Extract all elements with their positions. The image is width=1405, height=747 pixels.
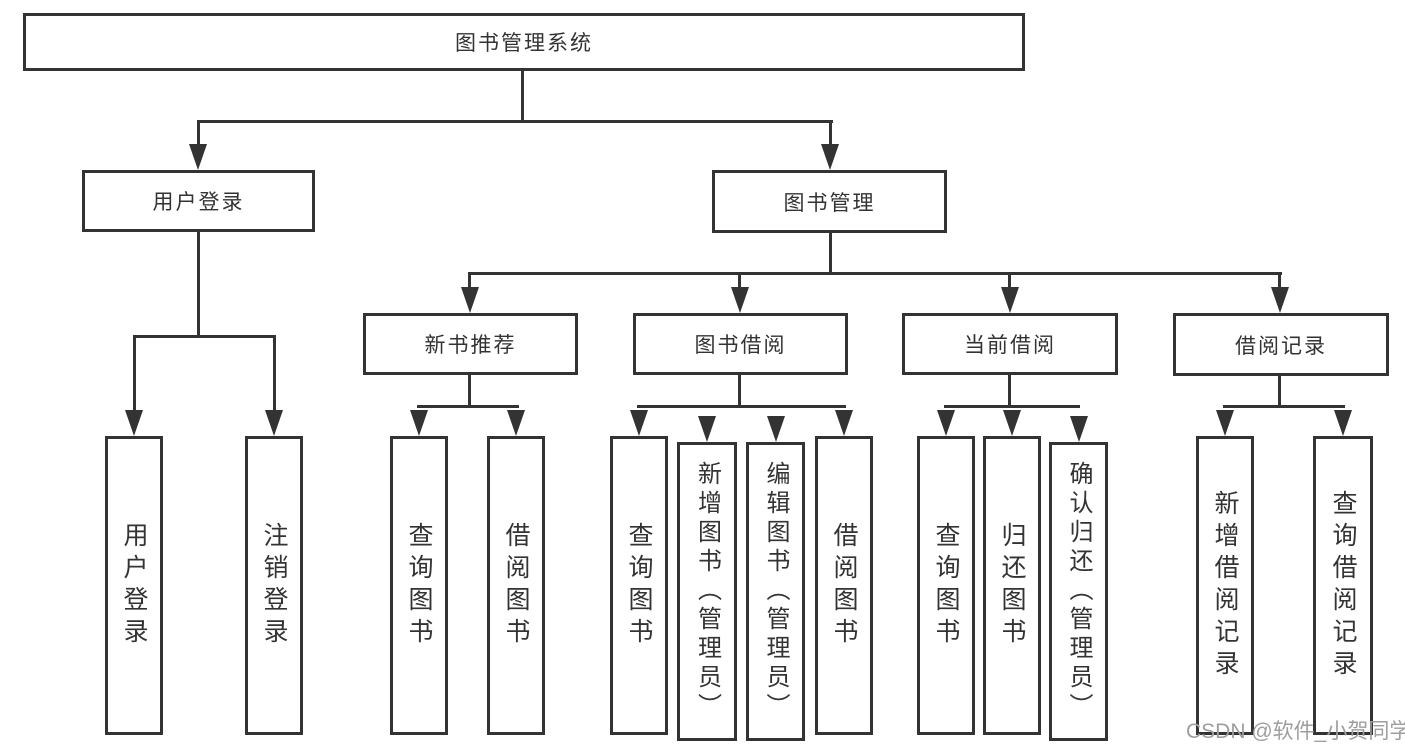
node-new-book-rec: 新书推荐: [363, 313, 578, 375]
node-bb-edit-label: 编辑图书（管理员）: [762, 461, 789, 722]
node-leaf-user-login-label: 用户登录: [120, 521, 148, 650]
node-nb-borrow: 借阅图书: [487, 436, 545, 735]
node-book-borrow: 图书借阅: [633, 313, 848, 375]
connector-line: [197, 120, 200, 148]
node-leaf-user-login: 用户登录: [105, 436, 163, 735]
node-br-add: 新增借阅记录: [1196, 436, 1254, 735]
connector-line: [1008, 272, 1011, 292]
arrowhead-down-icon: [1001, 287, 1019, 313]
connector-line: [829, 233, 832, 275]
connector-line: [1278, 272, 1281, 292]
arrowhead-down-icon: [698, 416, 716, 442]
arrowhead-down-icon: [1216, 410, 1234, 436]
node-new-book-rec-label: 新书推荐: [424, 334, 517, 357]
node-current-borrow-label: 当前借阅: [964, 334, 1056, 357]
connector-line: [273, 335, 276, 412]
arrowhead-down-icon: [410, 410, 428, 436]
connector-line: [637, 405, 846, 408]
node-root: 图书管理系统: [23, 13, 1025, 71]
connector-line: [468, 272, 471, 292]
node-bb-borrow-label: 借阅图书: [830, 521, 858, 650]
connector-line: [468, 272, 1282, 275]
node-user-login: 用户登录: [82, 170, 315, 232]
connector-line: [1008, 375, 1011, 408]
node-book-mgmt-label: 图书管理: [783, 191, 876, 215]
node-user-login-label: 用户登录: [152, 191, 245, 214]
arrowhead-down-icon: [125, 410, 143, 436]
connector-line: [197, 232, 200, 338]
arrowhead-down-icon: [1070, 416, 1088, 442]
connector-line: [197, 120, 833, 123]
node-nb-borrow-label: 借阅图书: [502, 521, 530, 650]
arrowhead-down-icon: [767, 416, 785, 442]
node-cb-query-label: 查询图书: [932, 521, 960, 650]
arrowhead-down-icon: [461, 287, 479, 313]
node-bb-borrow: 借阅图书: [815, 436, 873, 735]
arrowhead-down-icon: [265, 410, 283, 436]
connector-line: [829, 120, 832, 148]
node-root-label: 图书管理系统: [455, 32, 593, 55]
node-bb-query-label: 查询图书: [625, 521, 653, 650]
node-br-query: 查询借阅记录: [1313, 436, 1373, 735]
connector-line: [468, 375, 471, 408]
node-cb-return: 归还图书: [983, 436, 1041, 735]
node-leaf-logout-label: 注销登录: [260, 521, 288, 650]
arrowhead-down-icon: [821, 144, 839, 170]
connector-line: [133, 335, 136, 412]
node-current-borrow: 当前借阅: [902, 313, 1118, 375]
arrowhead-down-icon: [1003, 410, 1021, 436]
connector-line: [521, 68, 524, 123]
node-cb-confirm-label: 确认归还（管理员）: [1065, 461, 1092, 722]
node-cb-return-label: 归还图书: [998, 521, 1026, 650]
node-nb-query: 查询图书: [390, 436, 448, 735]
node-bb-add: 新增图书（管理员）: [677, 442, 737, 741]
node-bb-edit: 编辑图书（管理员）: [746, 442, 805, 741]
arrowhead-down-icon: [937, 410, 955, 436]
node-br-add-label: 新增借阅记录: [1211, 489, 1239, 682]
arrowhead-down-icon: [1271, 287, 1289, 313]
node-bb-query: 查询图书: [610, 436, 668, 735]
connector-line: [738, 375, 741, 408]
arrowhead-down-icon: [835, 410, 853, 436]
connector-line: [738, 272, 741, 292]
arrowhead-down-icon: [630, 410, 648, 436]
node-borrow-record-label: 借阅记录: [1235, 334, 1327, 358]
node-cb-query: 查询图书: [917, 436, 975, 735]
arrowhead-down-icon: [1334, 410, 1352, 436]
arrowhead-down-icon: [189, 144, 207, 170]
arrowhead-down-icon: [507, 410, 525, 436]
connector-line: [417, 405, 519, 408]
connector-line: [1278, 376, 1281, 408]
csdn-watermark: CSDN @软件_小贺同学: [1186, 720, 1405, 743]
node-cb-confirm: 确认归还（管理员）: [1049, 442, 1108, 741]
node-book-mgmt: 图书管理: [712, 170, 947, 233]
connector-line: [944, 405, 1080, 408]
arrowhead-down-icon: [731, 287, 749, 313]
connector-line: [133, 335, 276, 338]
node-borrow-record: 借阅记录: [1173, 313, 1389, 376]
node-br-query-label: 查询借阅记录: [1329, 489, 1357, 682]
node-bb-add-label: 新增图书（管理员）: [693, 461, 721, 722]
node-leaf-logout: 注销登录: [245, 436, 303, 735]
connector-line: [1223, 405, 1345, 408]
node-nb-query-label: 查询图书: [405, 521, 433, 650]
node-book-borrow-label: 图书借阅: [694, 334, 787, 357]
